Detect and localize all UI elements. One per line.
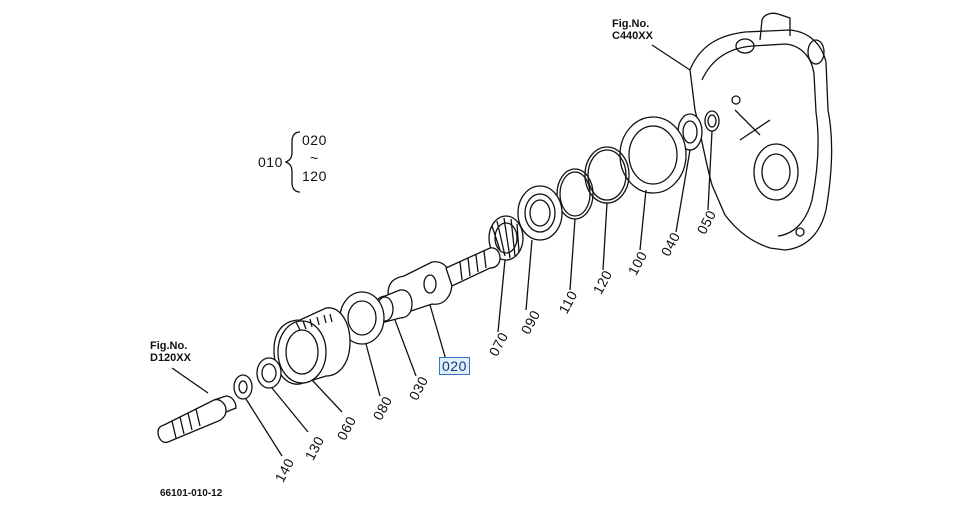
assembly-to[interactable]: 120 <box>302 168 327 184</box>
leader-fig-upper <box>651 44 691 71</box>
assembly-tilde: ~ <box>310 150 319 166</box>
part-100-ring <box>619 116 687 251</box>
part-120-snap-ring <box>584 146 630 271</box>
part-060-gear <box>273 307 351 413</box>
fig-ref-upper-line2: C440XX <box>612 30 653 42</box>
part-050-seal <box>704 110 720 211</box>
external-shaft <box>157 395 237 444</box>
part-070-needle-cage <box>488 215 524 333</box>
fig-ref-upper-line1: Fig.No. <box>612 18 650 30</box>
drawing-number: 66101-010-12 <box>160 488 223 499</box>
fig-ref-lower[interactable]: Fig.No. D120XX <box>150 340 191 364</box>
callout-020-selected[interactable]: 020 <box>439 357 470 375</box>
fig-ref-lower-line2: D120XX <box>150 352 191 364</box>
assembly-bracket <box>284 131 301 193</box>
fig-ref-upper[interactable]: Fig.No. C440XX <box>612 18 653 42</box>
part-110-snap-ring <box>556 168 594 291</box>
part-140-washer <box>233 374 283 457</box>
gear-housing <box>689 12 833 251</box>
assembly-code[interactable]: 010 <box>258 154 283 170</box>
part-090-bearing <box>517 185 563 311</box>
part-130-seal <box>256 357 309 433</box>
fig-ref-lower-line1: Fig.No. <box>150 340 188 352</box>
assembly-from[interactable]: 020 <box>302 132 327 148</box>
leader-fig-lower <box>171 367 209 394</box>
